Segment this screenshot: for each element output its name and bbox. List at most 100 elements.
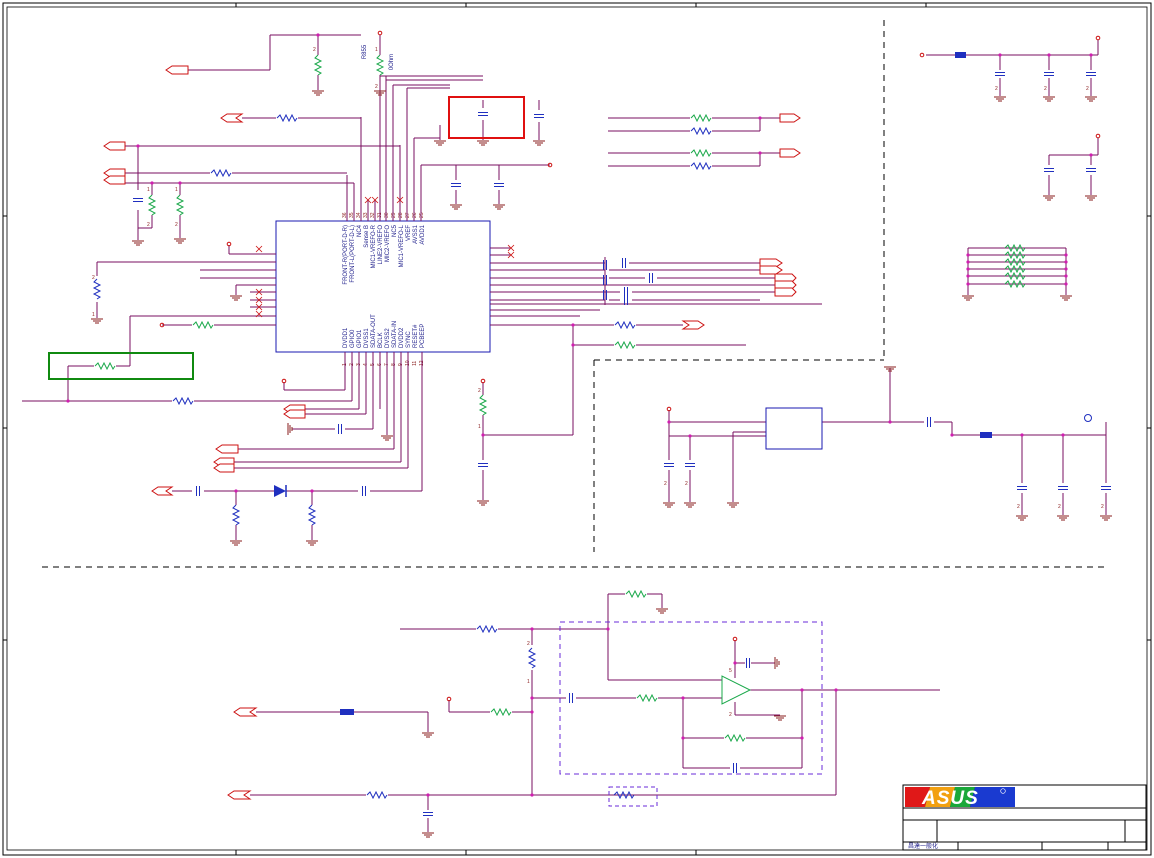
title-block: 昌達一般化 [902, 784, 1147, 851]
pin-label: NC5 [392, 224, 398, 237]
pin-label: MIC2-VREFO [385, 225, 391, 262]
nc-marks-left [255, 245, 263, 318]
section-dividers [42, 20, 1108, 568]
highlight-red-box[interactable] [448, 96, 525, 139]
regulator-ic[interactable] [765, 407, 823, 450]
pin-number: 2 [147, 222, 150, 228]
pin-number: 2 [664, 481, 667, 487]
pin-label: Sense B [364, 225, 370, 248]
pin-label: LINE2-VREFO [378, 225, 384, 265]
pin-number: 2 [1017, 504, 1020, 510]
regulator-section [668, 368, 1107, 515]
capacitors [132, 72, 1112, 816]
pin-label: SYNC [406, 331, 412, 348]
pin-label: DVDD1 [343, 327, 349, 348]
pin-label: VREF [406, 225, 412, 241]
ic-top-pin-numbers: 36 35 34 33 32 31 30 29 28 27 26 25 [342, 212, 425, 218]
pin-number: 11 [412, 361, 418, 366]
dashed-opamp-box [559, 621, 823, 775]
pin-number: 1 [375, 47, 378, 53]
pin-number: 2 [729, 712, 732, 718]
highlight-green-box[interactable] [48, 352, 194, 380]
pin-label: GPIO0 [350, 329, 356, 348]
pin-label: DVDD2 [399, 327, 405, 348]
pin-number: 2 [175, 222, 178, 228]
nc-marks-right [507, 244, 515, 259]
pin-number: 2 [1086, 86, 1089, 92]
pin-number: 2 [1058, 504, 1061, 510]
pin-label: SDATA-OUT [371, 314, 377, 348]
pin-label: MIC1-VREFO-R [371, 224, 377, 268]
pin-number: 2 [478, 388, 481, 394]
asus-logo: ASUS [905, 787, 1015, 809]
pin-number: 35 [349, 212, 355, 218]
pin-label: AVDD1 [420, 224, 426, 244]
ground-symbols [90, 90, 1113, 838]
pin-number: 1 [92, 312, 95, 318]
pin-number: 2 [685, 481, 688, 487]
pin-number: 34 [356, 212, 362, 218]
pin-number: 36 [342, 212, 348, 218]
op-amp[interactable] [721, 675, 752, 705]
pin-label: FRONT-R(PORT-D-R) [343, 225, 349, 285]
pin-number: 1 [527, 679, 530, 685]
r855-reference: R855 0Ohm [362, 44, 395, 70]
dashed-resistor-box [608, 786, 658, 807]
nc-marks-top [364, 196, 404, 204]
pin-number: 2 [92, 275, 95, 281]
left-pin-wiring [22, 245, 353, 402]
ref-designator: R855 [362, 44, 368, 59]
pin-number: 33 [363, 212, 369, 218]
pin-label: NC4 [357, 224, 363, 237]
pin-number: 1 [175, 187, 178, 193]
ferrite-beads [340, 52, 992, 715]
top-left-wiring [125, 34, 400, 240]
junction-dots [66, 33, 1093, 797]
pin-number: 30 [384, 212, 390, 218]
pin-number: 2 [995, 86, 998, 92]
ic-top-pin-labels: FRONT-R(PORT-D-R) FRONT-L(PORT-D-L) NC4 … [343, 224, 426, 284]
pin-number: 25 [419, 212, 425, 218]
top-right-power [926, 40, 1099, 295]
pin-number: 29 [391, 212, 397, 218]
logo-wordmark: ASUS [921, 788, 979, 809]
pin-number: 2 [313, 47, 316, 53]
pin-number: 1 [147, 187, 150, 193]
codec-ic[interactable] [275, 220, 491, 353]
amplifier-section [250, 593, 940, 832]
bottom-pin-wiring [172, 352, 423, 540]
diode [274, 485, 287, 497]
ic-bottom-pin-labels: DVDD1 GPIO0 GPIO1 DVSS1 SDATA-OUT BCLK D… [343, 314, 426, 348]
pin-label: MIC1-VREFO-L [399, 224, 405, 267]
pin-number: 28 [398, 212, 404, 218]
pin-label: RESET# [413, 324, 419, 348]
pin-label: DVSS2 [385, 328, 391, 348]
pin-number: 1 [478, 424, 481, 430]
pin-label: DVSS1 [364, 328, 370, 348]
component-value: 0Ohm [389, 54, 395, 70]
pin-number: 5 [729, 668, 732, 674]
pin-label: BCLK [378, 332, 384, 348]
title-block-footer: 昌達一般化 [908, 842, 938, 850]
power-output-marker [1084, 414, 1092, 422]
pin-label: AVSS1 [413, 224, 419, 244]
pin-number: 27 [405, 212, 411, 218]
pin-label: GPIO1 [357, 329, 363, 348]
ic-top-wires [346, 75, 550, 221]
right-pin-wiring [482, 247, 822, 500]
pin-number: 32 [370, 212, 376, 218]
top-middle-wiring [439, 100, 780, 204]
offpage-ports [103, 65, 801, 800]
pin-number: 2 [527, 641, 530, 647]
pin-label: SDATA-IN [392, 321, 398, 348]
pin-number: 26 [412, 212, 418, 218]
pin-label: FRONT-L(PORT-D-L) [350, 225, 356, 283]
pin-label: PCBEEP [420, 324, 426, 348]
ic-bottom-pin-numbers: 1 2 3 4 5 6 7 8 9 10 11 12 [342, 360, 425, 366]
power-markers [159, 30, 1101, 702]
component-pin-numbers: 2 1 2 2 1 1 1 2 2 2 1 2 1 5 2 2 2 2 2 2 … [92, 47, 1104, 718]
pin-number: 2 [375, 84, 378, 90]
pin-number: 2 [1044, 86, 1047, 92]
